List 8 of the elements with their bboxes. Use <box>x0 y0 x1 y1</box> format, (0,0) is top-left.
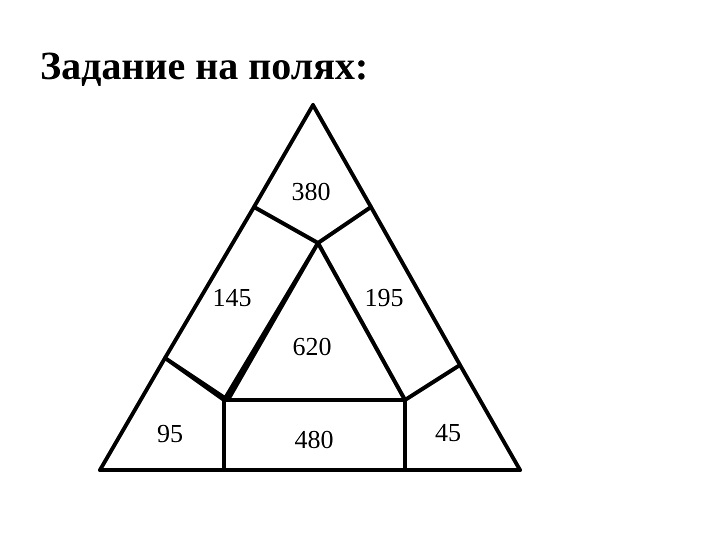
region-number: 45 <box>435 418 461 448</box>
task-heading: Задание на полях: <box>40 42 368 89</box>
region-number: 480 <box>294 425 334 455</box>
region-number: 145 <box>212 283 252 313</box>
region-number: 620 <box>292 332 332 362</box>
region-number: 95 <box>157 419 183 449</box>
region-number: 195 <box>364 283 404 313</box>
region-number: 380 <box>292 177 330 207</box>
